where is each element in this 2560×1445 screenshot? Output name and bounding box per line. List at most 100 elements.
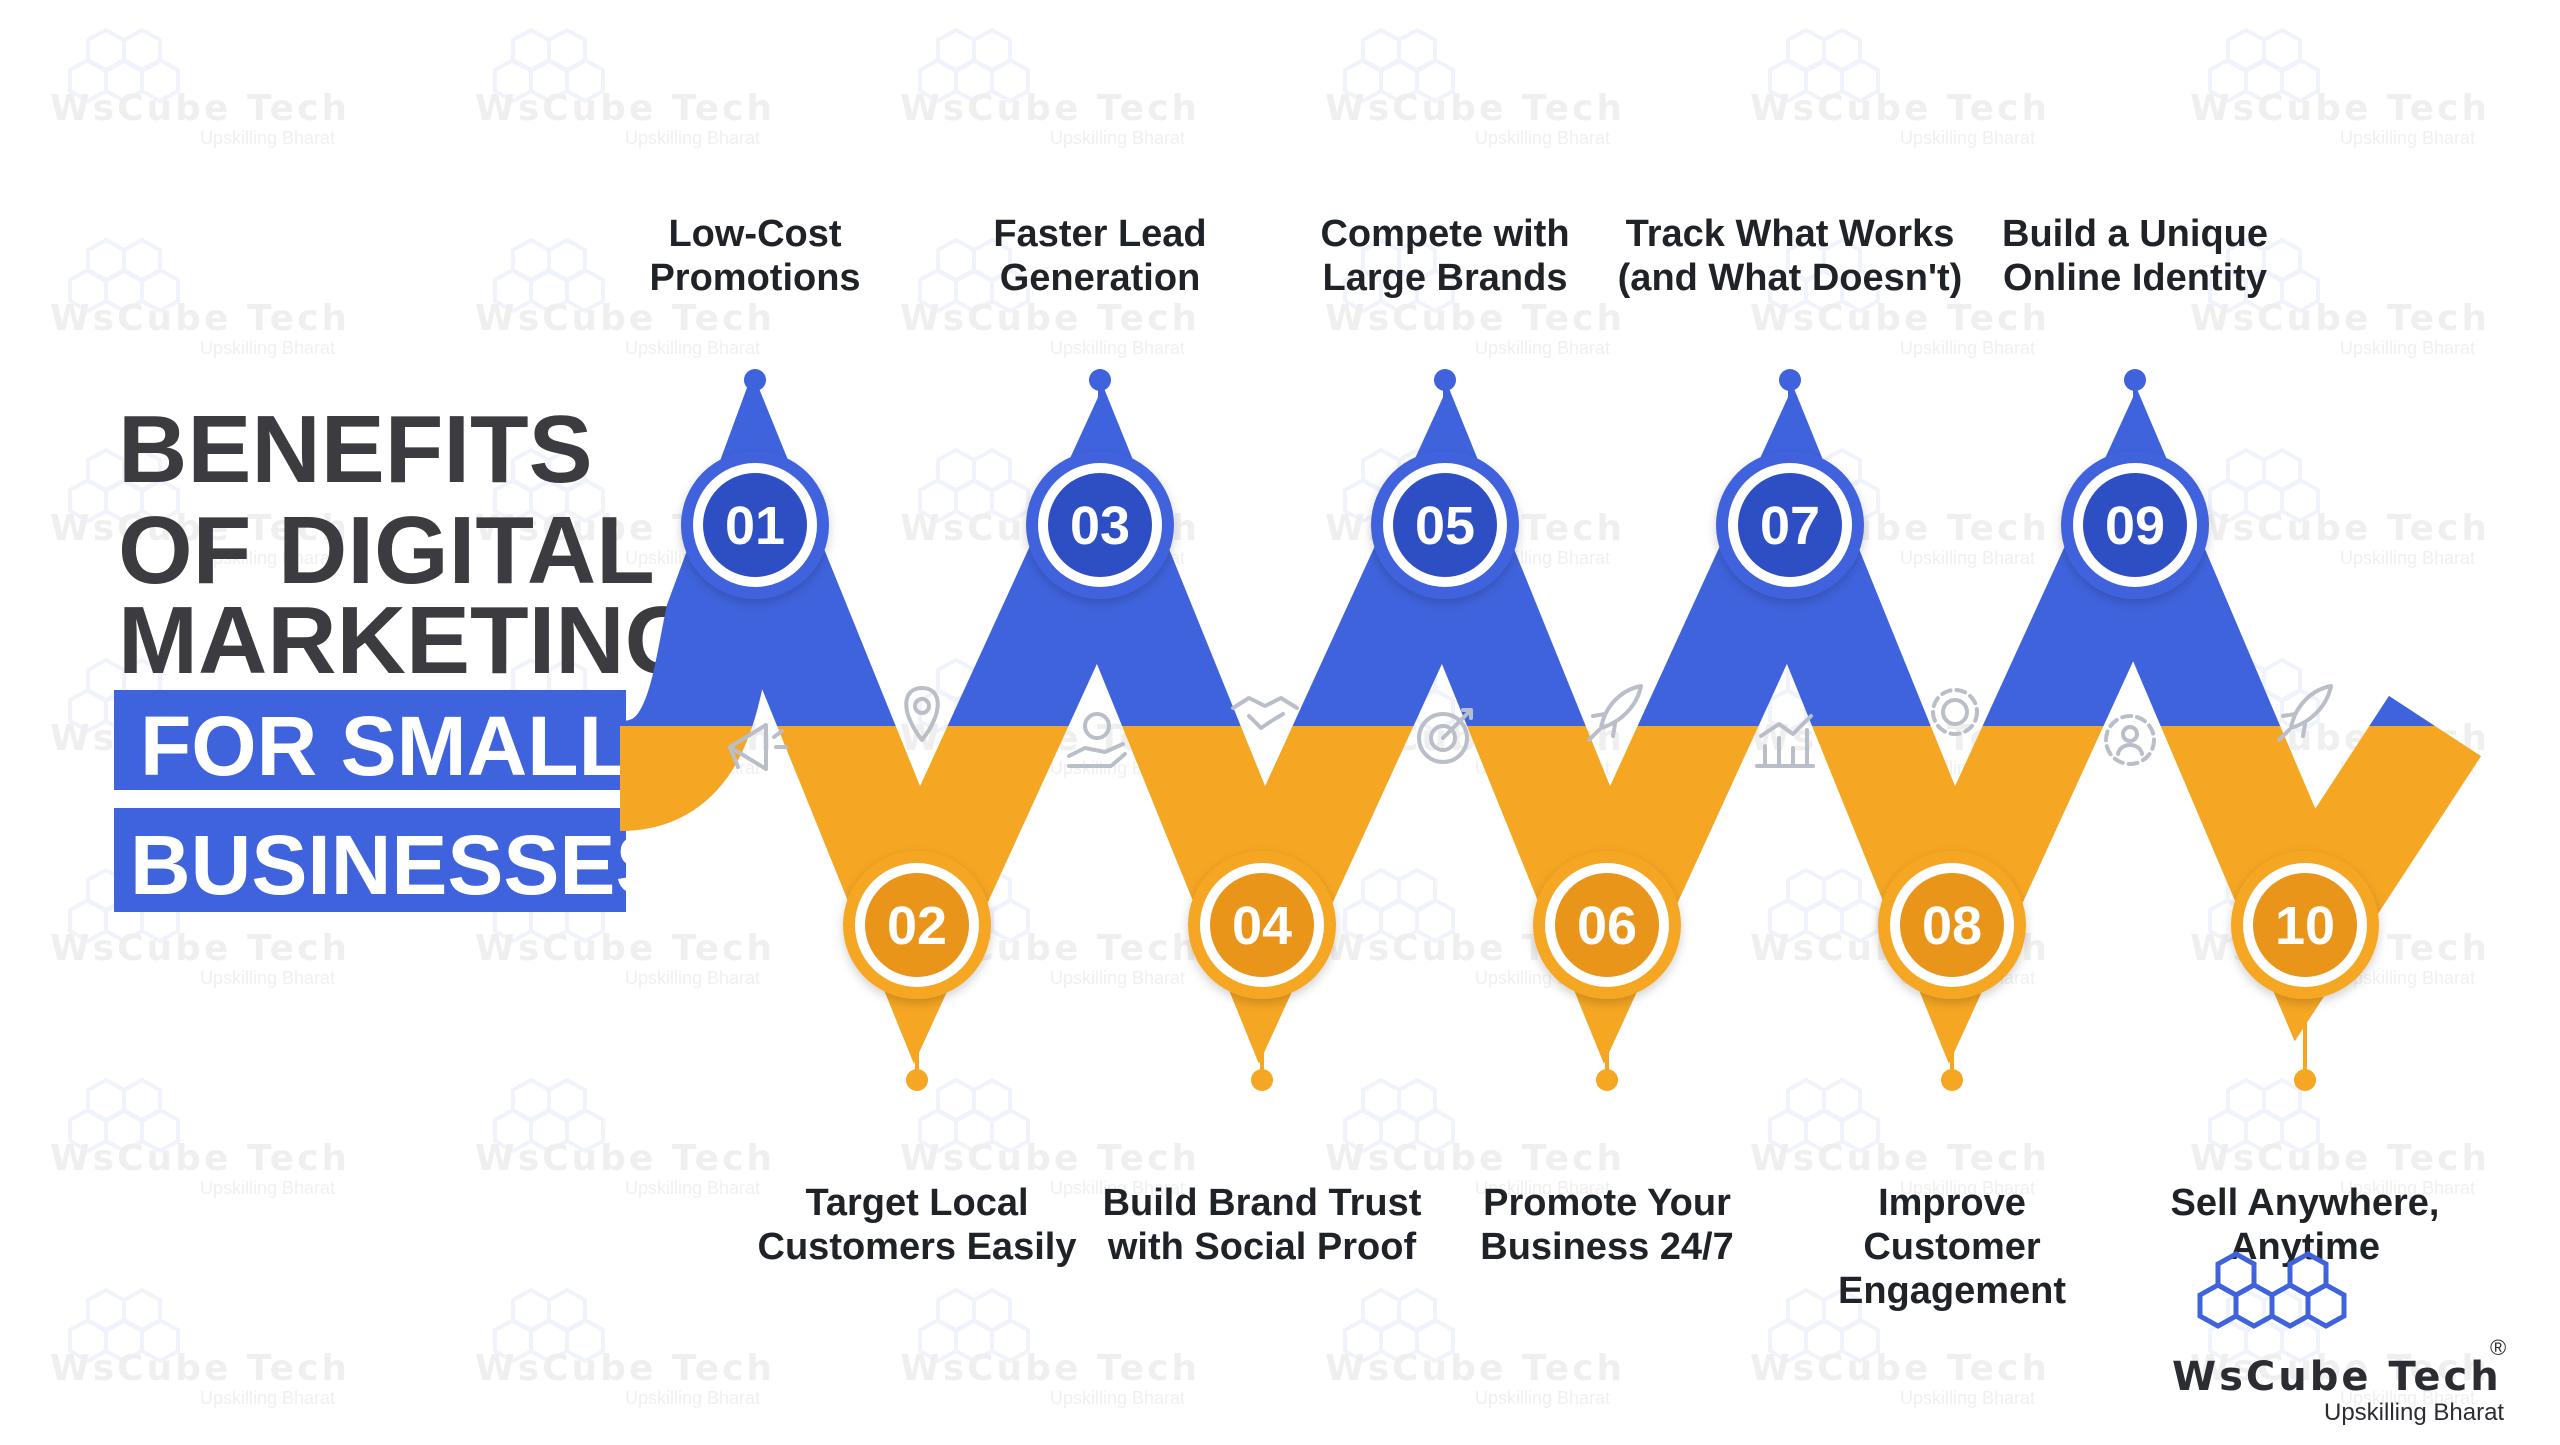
- title-highlight-box-2: [114, 808, 626, 912]
- step-label-line: Promotions: [649, 257, 860, 299]
- watermark-hexagon-icon: [68, 237, 180, 314]
- step-badge: 01: [681, 451, 829, 599]
- step-label-line: Customer: [1863, 1226, 2041, 1268]
- watermark-name: WsCube Tech: [475, 1138, 775, 1179]
- watermark-name: WsCube Tech: [50, 298, 350, 339]
- watermark-name: WsCube Tech: [2190, 1348, 2490, 1389]
- watermark-name: WsCube Tech: [50, 508, 350, 549]
- watermark-hexagon-icon: [1343, 1287, 1455, 1364]
- watermark-hexagon-icon: [2208, 1077, 2320, 1154]
- step-label-line: Build a Unique: [2002, 213, 2268, 255]
- watermark-name: WsCube Tech: [50, 928, 350, 969]
- watermark-name: WsCube Tech: [2190, 298, 2490, 339]
- step-label-line: Track What Works: [1626, 213, 1955, 255]
- watermark-hexagon-icon: [2208, 27, 2320, 104]
- watermark-tagline: Upskilling Bharat: [625, 128, 760, 148]
- step-number: 09: [2105, 496, 2165, 556]
- watermark-tagline: Upskilling Bharat: [1900, 338, 2035, 358]
- step-connector-dot: [2294, 1069, 2316, 1091]
- watermark-tagline: Upskilling Bharat: [2340, 548, 2475, 568]
- step-connector-dot: [744, 369, 766, 391]
- step-label-line: Compete with: [1320, 213, 1569, 255]
- title-line-3: MARKETING: [118, 587, 699, 694]
- target-icon: [1417, 708, 1473, 764]
- watermark-hexagon-icon: [918, 27, 1030, 104]
- watermark-hexagon-icon: [1343, 237, 1455, 314]
- step-badge: 06: [1533, 851, 1681, 999]
- watermark-hexagon-icon: [1343, 1077, 1455, 1154]
- step-badge: 07: [1716, 451, 1864, 599]
- watermark-name: WsCube Tech: [475, 1348, 775, 1389]
- watermark-name: WsCube Tech: [50, 1348, 350, 1389]
- watermark-tagline: Upskilling Bharat: [200, 1388, 335, 1408]
- step-number: 03: [1070, 496, 1130, 556]
- watermark-tagline: Upskilling Bharat: [625, 1388, 760, 1408]
- step-label-line: Large Brands: [1323, 257, 1568, 299]
- step-label-line: with Social Proof: [1107, 1226, 1417, 1268]
- step-connector-dot: [1089, 369, 1111, 391]
- gear-icon: [1931, 688, 1979, 736]
- watermark-tagline: Upskilling Bharat: [200, 1178, 335, 1198]
- step-connector-dot: [1251, 1069, 1273, 1091]
- step-label-line: Sell Anywhere,: [2171, 1182, 2440, 1224]
- watermark-hexagon-icon: [1768, 1287, 1880, 1364]
- watermark-tagline: Upskilling Bharat: [1900, 1388, 2035, 1408]
- watermark-tagline: Upskilling Bharat: [1475, 1178, 1610, 1198]
- watermark-name: WsCube Tech: [50, 1138, 350, 1179]
- handshake-icon: [1231, 696, 1299, 730]
- title-block: BENEFITS OF DIGITAL MARKETING FOR SMALL …: [114, 396, 699, 912]
- watermark-name: WsCube Tech: [475, 298, 775, 339]
- step-number: 01: [725, 496, 785, 556]
- watermark-tagline: Upskilling Bharat: [1475, 128, 1610, 148]
- watermark-tagline: Upskilling Bharat: [2340, 338, 2475, 358]
- watermark-name: WsCube Tech: [900, 1348, 1200, 1389]
- watermark-hexagon-icon: [68, 1077, 180, 1154]
- step-badge: 03: [1026, 451, 1174, 599]
- step-connector-dot: [2124, 369, 2146, 391]
- watermark-tagline: Upskilling Bharat: [625, 338, 760, 358]
- step-label-line: Engagement: [1838, 1270, 2066, 1312]
- step-label-line: Low-Cost: [668, 213, 841, 255]
- user-gear-icon: [2104, 714, 2156, 766]
- step-connector-dot: [1434, 369, 1456, 391]
- watermark-hexagon-icon: [493, 1287, 605, 1364]
- watermark-tagline: Upskilling Bharat: [2340, 1178, 2475, 1198]
- watermark-name: WsCube Tech: [1750, 298, 2050, 339]
- watermark-name: WsCube Tech: [1325, 88, 1625, 129]
- watermark-hexagon-icon: [918, 1287, 1030, 1364]
- step-number: 05: [1415, 496, 1475, 556]
- step-badge: 09: [2061, 451, 2209, 599]
- title-line-5: BUSINESSES: [130, 818, 672, 912]
- step-badge: 08: [1878, 851, 2026, 999]
- watermark-hexagon-icon: [1343, 27, 1455, 104]
- watermark-hexagon-icon: [918, 1077, 1030, 1154]
- watermark-hexagon-icon: [68, 27, 180, 104]
- watermark-name: WsCube Tech: [900, 88, 1200, 129]
- step-badge: 10: [2231, 851, 2379, 999]
- step-number: 06: [1577, 896, 1637, 956]
- step-badge: 04: [1188, 851, 1336, 999]
- watermark-tagline: Upskilling Bharat: [1475, 338, 1610, 358]
- step-label-line: Faster Lead: [993, 213, 1206, 255]
- watermark-hexagon-icon: [918, 237, 1030, 314]
- watermark-tagline: Upskilling Bharat: [1050, 968, 1185, 988]
- watermark-hexagon-icon: [68, 1287, 180, 1364]
- watermark-hexagon-icon: [2208, 447, 2320, 524]
- title-line-4: FOR SMALL: [140, 699, 630, 793]
- step-label-line: Generation: [1000, 257, 1201, 299]
- watermark-tagline: Upskilling Bharat: [200, 968, 335, 988]
